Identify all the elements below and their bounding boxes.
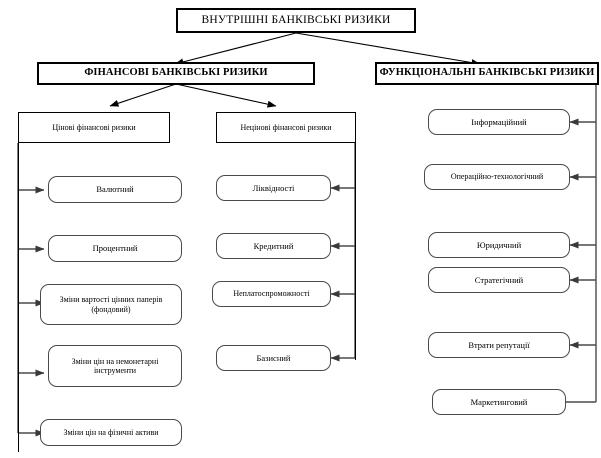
level2-label-functional: ФУНКЦІОНАЛЬНІ БАНКІВСЬКІ РИЗИКИ <box>379 67 595 79</box>
leaf-functional-2: Операційно-технологічний <box>424 164 570 190</box>
leaf-price-1: Валютний <box>48 176 182 203</box>
leaf-nonprice-2: Кредитний <box>216 233 331 259</box>
level2-node-financial: ФІНАНСОВІ БАНКІВСЬКІ РИЗИКИ <box>37 62 315 85</box>
leaf-label: Зміни цін на фізичні активи <box>63 427 159 437</box>
leaf-functional-6: Маркетинговий <box>432 389 566 415</box>
leaf-label: Маркетинговий <box>470 396 528 407</box>
leaf-functional-5: Втрати репутації <box>428 332 570 358</box>
leaf-label: Зміни цін на немонетарні інструменти <box>71 356 159 375</box>
group-header-nonprice: Нецінові фінансові ризики <box>216 112 356 143</box>
leaf-functional-1: Інформаційний <box>428 109 570 135</box>
leaf-label: Кредитний <box>253 240 294 251</box>
group-label-price: Цінові фінансові ризики <box>52 122 136 132</box>
leaf-label: Стратегічний <box>474 274 524 285</box>
root-node: ВНУТРІШНІ БАНКІВСЬКІ РИЗИКИ <box>176 8 416 33</box>
leaf-nonprice-1: Ліквідності <box>216 175 331 201</box>
leaf-label: Втрати репутації <box>468 339 530 350</box>
leaf-price-3: Зміни вартості цінних паперів (фондовий) <box>40 284 182 325</box>
leaf-label: Ліквідності <box>252 182 295 193</box>
price-column-frame <box>18 112 188 452</box>
group-label-nonprice: Нецінові фінансові ризики <box>240 122 332 132</box>
level2-node-functional: ФУНКЦІОНАЛЬНІ БАНКІВСЬКІ РИЗИКИ <box>375 62 599 85</box>
leaf-label: Зміни вартості цінних паперів (фондовий) <box>59 295 163 314</box>
leaf-price-5: Зміни цін на фізичні активи <box>40 419 182 446</box>
root-label: ВНУТРІШНІ БАНКІВСЬКІ РИЗИКИ <box>201 13 391 26</box>
leaf-functional-3: Юридичний <box>428 232 570 258</box>
group-header-price: Цінові фінансові ризики <box>18 112 170 143</box>
leaf-label: Неплатоспроможності <box>233 289 310 299</box>
leaf-nonprice-4: Базисний <box>216 345 331 371</box>
leaf-label: Валютний <box>96 184 134 195</box>
leaf-label: Операційно-технологічний <box>450 172 544 182</box>
leaf-functional-4: Стратегічний <box>428 267 570 293</box>
leaf-price-4: Зміни цін на немонетарні інструменти <box>48 345 182 387</box>
leaf-label: Базисний <box>256 352 291 363</box>
leaf-nonprice-3: Неплатоспроможності <box>212 281 331 307</box>
leaf-price-2: Процентний <box>48 235 182 262</box>
leaf-label: Процентний <box>92 243 138 254</box>
level2-label-financial: ФІНАНСОВІ БАНКІВСЬКІ РИЗИКИ <box>84 67 268 79</box>
leaf-label: Інформаційний <box>471 116 527 127</box>
leaf-label: Юридичний <box>476 239 522 250</box>
